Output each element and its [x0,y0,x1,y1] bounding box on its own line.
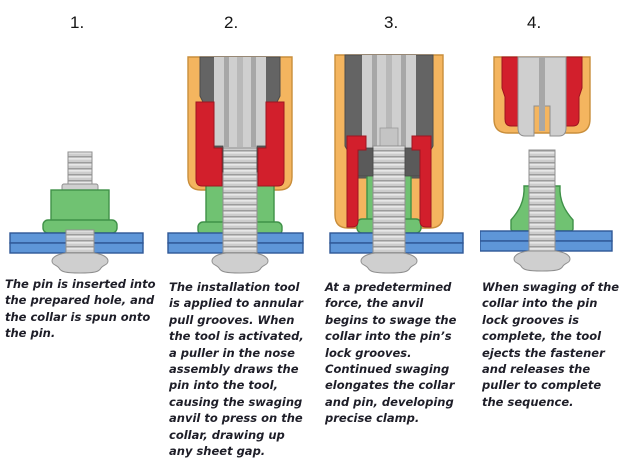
step-3-illustration [329,54,464,274]
pin-shaft [65,229,95,257]
puller-rod-right [251,57,256,147]
step-2-illustration [167,56,304,274]
step-number: 4. [527,13,542,32]
puller-rod-right [401,55,406,155]
step-number: 3. [384,13,399,32]
tool-nose [195,101,285,187]
step-1-illustration [9,151,144,274]
pin-pull-grooves [372,145,406,257]
step-number: 1. [70,13,85,32]
pin-pintail-grooves [67,151,93,187]
installation-tool [334,54,444,229]
swaging-anvil-left [195,101,223,187]
step-caption: The pin is inserted into the prepared ho… [5,277,156,341]
pin-head [51,252,109,274]
collar-body [50,189,110,225]
swaging-anvil-right [257,101,285,187]
fastener [9,151,144,274]
fastener [329,145,464,274]
pin-head [211,252,269,274]
fastener [480,149,613,272]
swaging-anvil-left [346,135,367,228]
puller-rod-left [372,55,377,155]
puller-rod-center [237,57,243,147]
step-3-panel: 3. [320,0,480,472]
pin-head [360,252,418,274]
puller-rod-center [386,55,392,155]
puller-rod-center [539,57,545,131]
step-caption: The installation tool is applied to annu… [169,280,304,459]
pin-lock-grooves [528,149,556,253]
pin-head [513,250,571,272]
step-caption: At a predetermined force, the anvil begi… [325,280,457,426]
tool-nose [346,135,432,228]
step-2-panel: 2. [160,0,320,472]
chuck-jaw-left [355,147,374,177]
step-1-panel: 1. The pin is inserted into the pre [0,0,160,472]
step-4-illustration [480,56,613,272]
puller-rod-left [224,57,229,147]
pin-pull-grooves [222,147,258,257]
chuck-jaw-right [404,147,423,177]
step-number: 2. [224,13,239,32]
installation-tool [493,56,591,137]
fastener [167,147,304,274]
step-4-panel: 4. [480,0,640,472]
step-caption: When swaging of the collar into the pin … [482,280,620,409]
swaging-anvil-right [411,135,432,228]
